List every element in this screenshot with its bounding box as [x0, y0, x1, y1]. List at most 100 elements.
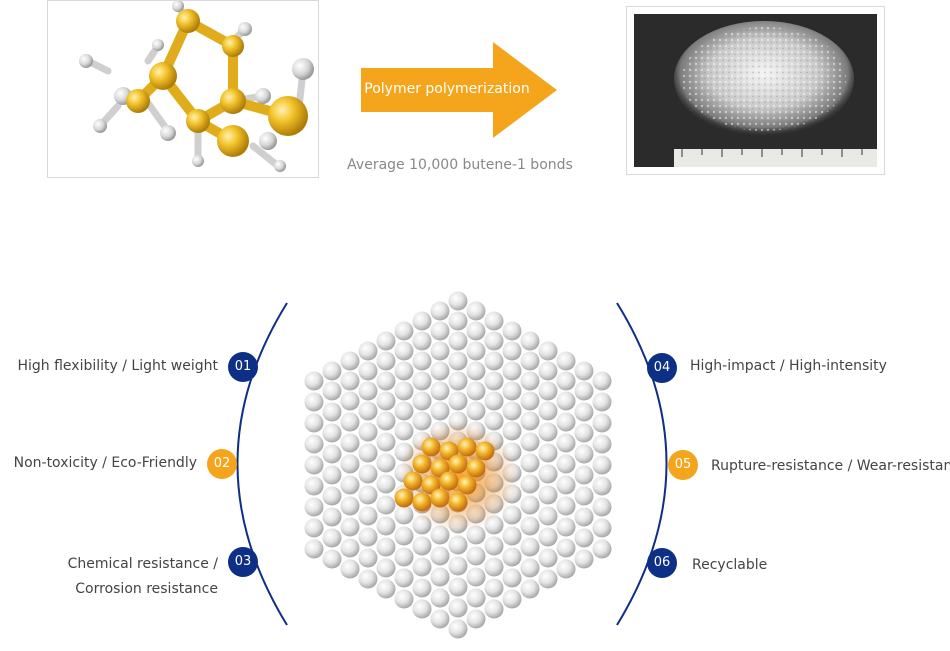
cube-sphere [322, 549, 342, 569]
cube-sphere [448, 556, 468, 576]
cube-sphere [520, 371, 540, 391]
cube-sphere [538, 361, 558, 381]
cube-sphere [466, 567, 486, 587]
cube-sphere [358, 401, 378, 421]
cube-sphere [340, 538, 360, 558]
feature-02-label: Non-toxicity / Eco-Friendly [13, 455, 197, 471]
cube-sphere [376, 474, 396, 494]
cube-sphere [520, 474, 540, 494]
core-sphere [412, 492, 432, 512]
cube-sphere [430, 401, 450, 421]
cube-sphere [412, 599, 432, 619]
cube-sphere [466, 301, 486, 321]
cube-sphere [520, 537, 540, 557]
core-sphere [412, 454, 432, 474]
cube-sphere [322, 507, 342, 527]
cube-sphere [430, 321, 450, 341]
cube-sphere [466, 609, 486, 629]
cube-sphere [394, 401, 414, 421]
cube-sphere [592, 434, 612, 454]
cube-sphere [466, 588, 486, 608]
cube-sphere [484, 351, 504, 371]
cube-sphere [304, 455, 324, 475]
cube-sphere [502, 421, 522, 441]
core-sphere [439, 471, 459, 491]
cube-sphere [304, 413, 324, 433]
cube-sphere [412, 311, 432, 331]
cube-sphere [412, 578, 432, 598]
cube-sphere [376, 411, 396, 431]
core-sphere [457, 437, 477, 457]
cube-sphere [394, 381, 414, 401]
cube-sphere [430, 341, 450, 361]
cube-sphere [412, 411, 432, 431]
feature-03-label-line1: Chemical resistance / [67, 556, 218, 572]
cube-sphere [376, 453, 396, 473]
cube-sphere [520, 579, 540, 599]
pellets-illustration [674, 21, 877, 167]
cube-sphere [340, 351, 360, 371]
cube-sphere [538, 485, 558, 505]
badge-06: 06 [647, 548, 677, 578]
cube-sphere [556, 538, 576, 558]
cube-sphere [448, 311, 468, 331]
cube-sphere [574, 486, 594, 506]
cube-sphere [484, 557, 504, 577]
cube-sphere [502, 401, 522, 421]
cube-sphere [358, 506, 378, 526]
core-sphere [457, 475, 477, 495]
cube-sphere [376, 371, 396, 391]
cube-sphere [376, 579, 396, 599]
cube-sphere [340, 496, 360, 516]
cube-sphere [376, 391, 396, 411]
cube-sphere [520, 351, 540, 371]
cube-sphere [412, 536, 432, 556]
cube-sphere [484, 536, 504, 556]
cube-sphere [466, 401, 486, 421]
cube-sphere [592, 539, 612, 559]
cube-sphere [502, 526, 522, 546]
cube-sphere [520, 516, 540, 536]
cube-sphere [448, 351, 468, 371]
cube-sphere [466, 321, 486, 341]
cube-sphere [304, 476, 324, 496]
cube-sphere [430, 567, 450, 587]
cube-sphere [376, 537, 396, 557]
bonds-note: Average 10,000 butene-1 bonds [347, 157, 573, 173]
cube-sphere [502, 381, 522, 401]
cube-sphere [322, 486, 342, 506]
cube-sphere [358, 485, 378, 505]
cube-sphere [322, 361, 342, 381]
cube-sphere [520, 495, 540, 515]
cube-sphere [556, 454, 576, 474]
cube-sphere [358, 422, 378, 442]
feature-06-label: Recyclable [692, 557, 768, 573]
cube-sphere [394, 341, 414, 361]
cube-sphere [592, 476, 612, 496]
cube-sphere [574, 444, 594, 464]
cube-sphere [322, 402, 342, 422]
cube-sphere [574, 528, 594, 548]
cube-sphere [448, 619, 468, 639]
badge-03: 03 [228, 547, 258, 577]
feature-arcs [236, 302, 668, 626]
molecular-cube [304, 291, 612, 639]
cube-sphere [502, 547, 522, 567]
cube-sphere [520, 432, 540, 452]
cube-sphere [340, 475, 360, 495]
cube-sphere [592, 497, 612, 517]
cube-sphere [592, 413, 612, 433]
cube-sphere [556, 371, 576, 391]
cube-sphere [448, 371, 468, 391]
cube-sphere [574, 549, 594, 569]
cube-sphere [484, 331, 504, 351]
molecule-illustration [79, 1, 314, 172]
cube-sphere [556, 517, 576, 537]
cube-sphere [358, 527, 378, 547]
cube-sphere [520, 453, 540, 473]
cube-sphere [484, 391, 504, 411]
cube-sphere [484, 411, 504, 431]
cube-sphere [592, 371, 612, 391]
cube-sphere [394, 547, 414, 567]
cube-sphere [412, 331, 432, 351]
